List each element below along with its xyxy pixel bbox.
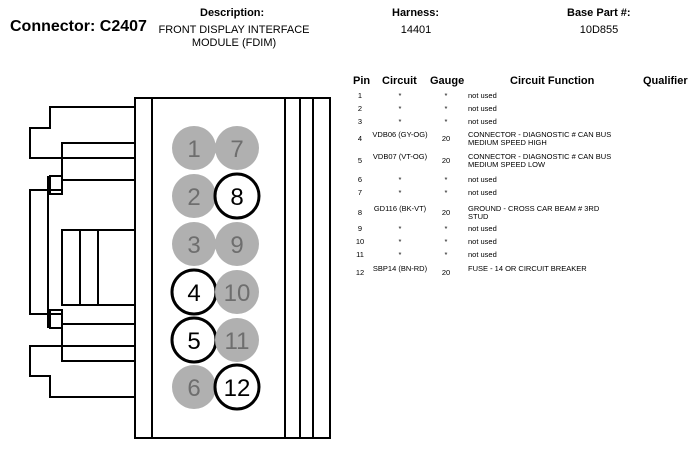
description-label: Description: <box>200 7 265 19</box>
pin-cell: 4 <box>357 134 363 143</box>
pin-cavity-1 <box>172 126 216 170</box>
function-cell: FUSE - 14 OR CIRCUIT BREAKER <box>468 264 587 273</box>
pin-label-11: 11 <box>225 328 250 355</box>
pin-label-12: 12 <box>224 375 251 402</box>
pin-label-9: 9 <box>230 232 243 259</box>
circuit-cell: VDB06 (GY-OG) <box>372 130 428 139</box>
pin-cavity-10 <box>215 270 259 314</box>
gauge-cell: 20 <box>441 208 451 217</box>
function-cell: not used <box>468 188 497 197</box>
pin-cell: 10 <box>355 237 365 246</box>
circuit-cell: * <box>398 237 402 246</box>
pin-cell: 5 <box>357 156 363 165</box>
pin-cell: 2 <box>357 104 363 113</box>
connector-title: Connector: C2407 <box>10 18 147 35</box>
gauge-cell: * <box>444 188 448 197</box>
description-value: FRONT DISPLAY INTERFACE MODULE (FDIM) <box>158 24 310 49</box>
pin-cell: 12 <box>355 268 365 277</box>
circuit-cell: * <box>398 175 402 184</box>
gauge-cell: 20 <box>441 134 451 143</box>
pin-label-8: 8 <box>230 184 243 211</box>
function-cell: not used <box>468 91 497 100</box>
pin-label-1: 1 <box>187 136 200 163</box>
function-cell: not used <box>468 224 497 233</box>
pin-cavities: 1 7 2 8 3 9 4 10 5 11 6 12 <box>170 126 261 411</box>
function-cell: not used <box>468 117 497 126</box>
gauge-cell: * <box>444 224 448 233</box>
pin-cell: 3 <box>357 117 363 126</box>
base-part-label: Base Part #: <box>567 7 631 19</box>
circuit-cell: * <box>398 188 402 197</box>
pin-cell: 11 <box>356 250 364 259</box>
function-cell: GROUND - CROSS CAR BEAM # 3RD STUD <box>468 204 600 221</box>
header-qualifier: Qualifier <box>643 75 688 87</box>
gauge-cell: * <box>444 91 448 100</box>
pin-cavity-8 <box>213 172 261 220</box>
header-gauge: Gauge <box>430 75 465 87</box>
header-pin: Pin <box>353 75 371 87</box>
gauge-cell: 20 <box>441 156 451 165</box>
gauge-cell: 20 <box>441 268 451 277</box>
gauge-cell: * <box>444 250 448 259</box>
pin-label-6: 6 <box>187 375 200 402</box>
connector-housing <box>29 97 331 439</box>
function-cell: CONNECTOR - DIAGNOSTIC # CAN BUS MEDIUM … <box>468 130 612 147</box>
base-part-value: 10D855 <box>579 24 619 36</box>
pin-label-7: 7 <box>230 136 243 163</box>
gauge-cell: * <box>444 117 448 126</box>
circuit-cell: * <box>398 104 402 113</box>
pin-label-10: 10 <box>224 280 251 307</box>
circuit-cell: SBP14 (BN-RD) <box>372 264 428 273</box>
gauge-cell: * <box>444 175 448 184</box>
header-circuit: Circuit <box>382 75 417 87</box>
gauge-cell: * <box>444 237 448 246</box>
pin-cell: 1 <box>357 91 363 100</box>
pin-cavity-2 <box>172 174 216 218</box>
pin-cavity-11 <box>215 318 259 362</box>
harness-value: 14401 <box>400 24 432 36</box>
pin-cell: 6 <box>357 175 363 184</box>
circuit-cell: * <box>398 250 402 259</box>
pin-cavity-9 <box>215 222 259 266</box>
function-cell: CONNECTOR - DIAGNOSTIC # CAN BUS MEDIUM … <box>468 152 612 169</box>
circuit-cell: * <box>398 224 402 233</box>
pin-cavity-6 <box>172 365 216 409</box>
header-circuit-function: Circuit Function <box>510 75 595 87</box>
circuit-cell: * <box>398 117 402 126</box>
pin-cell: 7 <box>357 188 363 197</box>
pin-cavity-12 <box>213 363 261 411</box>
circuit-cell: * <box>398 91 402 100</box>
gauge-cell: * <box>444 104 448 113</box>
pin-label-3: 3 <box>187 232 200 259</box>
pin-label-2: 2 <box>187 184 200 211</box>
pin-label-4: 4 <box>187 280 200 307</box>
circuit-cell: GD116 (BK-VT) <box>373 204 427 213</box>
circuit-cell: VDB07 (VT-OG) <box>372 152 428 161</box>
pin-cavity-3 <box>172 222 216 266</box>
pin-cell: 8 <box>357 208 363 217</box>
pin-cavity-7 <box>215 126 259 170</box>
pin-label-5: 5 <box>187 328 200 355</box>
pin-cell: 9 <box>357 224 363 233</box>
function-cell: not used <box>468 104 497 113</box>
harness-label: Harness: <box>392 7 440 19</box>
function-cell: not used <box>468 237 497 246</box>
function-cell: not used <box>468 250 497 259</box>
function-cell: not used <box>468 175 497 184</box>
